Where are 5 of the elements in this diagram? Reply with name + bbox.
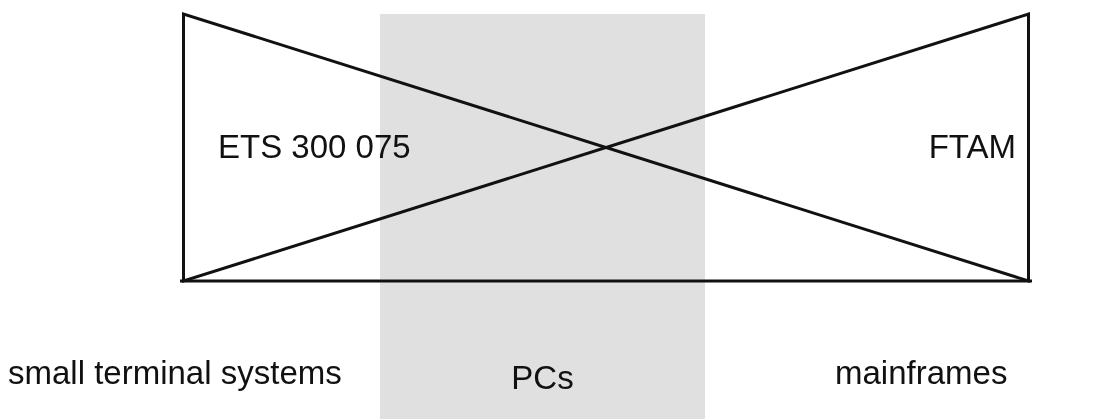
axis-label: small terminal systems bbox=[8, 354, 342, 392]
axis-label: mainframes bbox=[835, 354, 1008, 392]
triangle-label: FTAM bbox=[928, 128, 1016, 166]
band-label: PCs bbox=[510, 359, 575, 397]
triangle-label: ETS 300 075 bbox=[218, 128, 411, 166]
